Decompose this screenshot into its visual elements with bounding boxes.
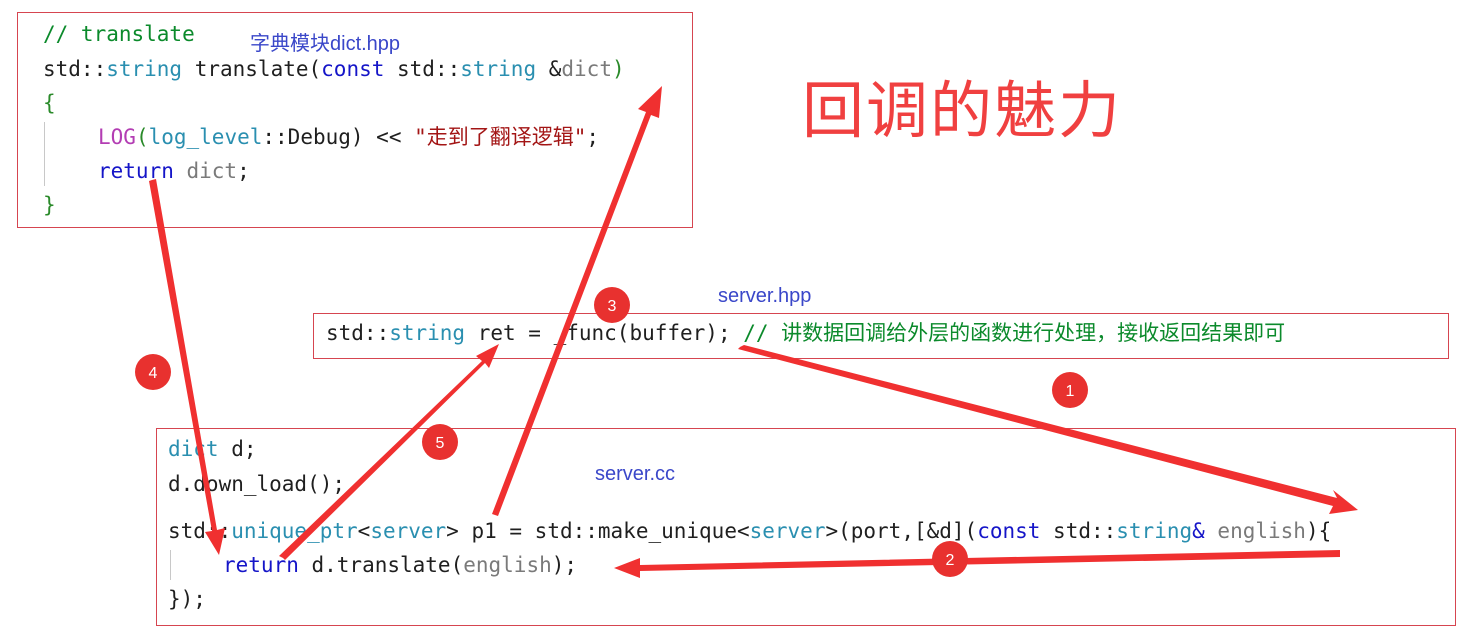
ampersand: & <box>536 57 562 81</box>
return-value: dict <box>173 159 238 183</box>
arrow-2 <box>614 550 1340 578</box>
lt: < <box>357 519 371 543</box>
cc-line3-mid2: >(port,[&d]( <box>825 519 978 543</box>
std-scope-2: std:: <box>384 57 461 81</box>
cc-line-4: return d.translate(english); <box>223 548 577 582</box>
step-badge-5: 5 <box>422 424 458 460</box>
step-badge-4: 4 <box>135 354 171 390</box>
dict-line-6: } <box>43 193 56 217</box>
indent-guide <box>44 122 45 186</box>
function-name: translate( <box>182 57 322 81</box>
ampersand-cc: & <box>1192 519 1218 543</box>
arrow-1 <box>738 345 1358 514</box>
server-type-2: server <box>749 519 826 543</box>
dict-file-label: 字典模块dict.hpp <box>250 33 401 55</box>
hpp-comment: // 讲数据回调给外层的函数进行处理，接收返回结果即可 <box>743 321 1286 345</box>
type-string: string <box>106 57 183 81</box>
hpp-line: std::string ret = _func(buffer); // 讲数据回… <box>326 316 1285 350</box>
badge-5-text: 5 <box>436 435 445 452</box>
arrow-3 <box>492 86 662 516</box>
hpp-statement: ret = _func(buffer); <box>465 321 744 345</box>
std-scope-hpp: std:: <box>326 321 390 345</box>
cc-line4-end: ); <box>551 553 578 577</box>
log-string: "走到了翻译逻辑" <box>414 125 587 149</box>
step-badge-3: 3 <box>594 287 630 323</box>
type-string-cc: string <box>1116 519 1193 543</box>
server-cc-code-box <box>156 428 1456 626</box>
close-paren: ) <box>611 57 625 81</box>
server-type: server <box>370 519 447 543</box>
param-english: english <box>1217 519 1306 543</box>
type-string-2: string <box>460 57 537 81</box>
server-hpp-label: server.hpp <box>718 285 812 307</box>
cc-line-5: }); <box>168 587 206 611</box>
cc-line-2: d.down_load(); <box>168 472 346 496</box>
dict-line-4: LOG(log_level::Debug) << "走到了翻译逻辑"; <box>98 120 599 154</box>
type-string-hpp: string <box>389 321 466 345</box>
cc-line-1: dict d; <box>168 432 257 466</box>
comment-text: // translate <box>43 22 195 46</box>
log-level-type: log_level <box>148 125 263 149</box>
cc-line3-mid: > p1 = std::make_unique< <box>446 519 750 543</box>
badge-1-text: 1 <box>1066 383 1075 400</box>
semicolon: ; <box>586 125 600 149</box>
arrow-5 <box>279 344 499 560</box>
badge-4-text: 4 <box>149 365 158 382</box>
arrow-4 <box>149 179 225 555</box>
std-scope-cc-2: std:: <box>1040 519 1117 543</box>
step-badge-1: 1 <box>1052 372 1088 408</box>
param-dict: dict <box>561 57 612 81</box>
cc-line4-mid: d.translate( <box>298 553 464 577</box>
cc-line1-rest: d; <box>218 437 257 461</box>
indent-guide-cc <box>170 550 171 580</box>
dict-code-box <box>17 12 693 228</box>
log-rest: ::Debug) << <box>262 125 415 149</box>
server-cc-label: server.cc <box>595 463 676 485</box>
server-hpp-code-box <box>313 313 1449 359</box>
keyword-return: return <box>98 159 174 183</box>
param-english-2: english <box>463 553 552 577</box>
dict-line-2: std::string translate(const std::string … <box>43 52 625 86</box>
open-paren: ( <box>135 125 149 149</box>
badge-2-text: 2 <box>946 552 955 569</box>
cc-line3-end: ){ <box>1305 519 1332 543</box>
std-scope: std:: <box>43 57 107 81</box>
log-macro: LOG <box>98 125 136 149</box>
keyword-const: const <box>321 57 385 81</box>
badge-3-text: 3 <box>608 298 617 315</box>
semicolon-2: ; <box>237 159 250 183</box>
dict-line-1: // translate <box>43 17 195 51</box>
dict-type: dict <box>168 437 219 461</box>
page-title: 回调的魅力 <box>802 74 1123 147</box>
step-badge-2: 2 <box>932 541 968 577</box>
keyword-const-cc: const <box>977 519 1041 543</box>
unique-ptr-type: unique_ptr <box>231 519 358 543</box>
dict-line-3: { <box>43 91 56 115</box>
dict-line-5: return dict; <box>98 154 250 188</box>
